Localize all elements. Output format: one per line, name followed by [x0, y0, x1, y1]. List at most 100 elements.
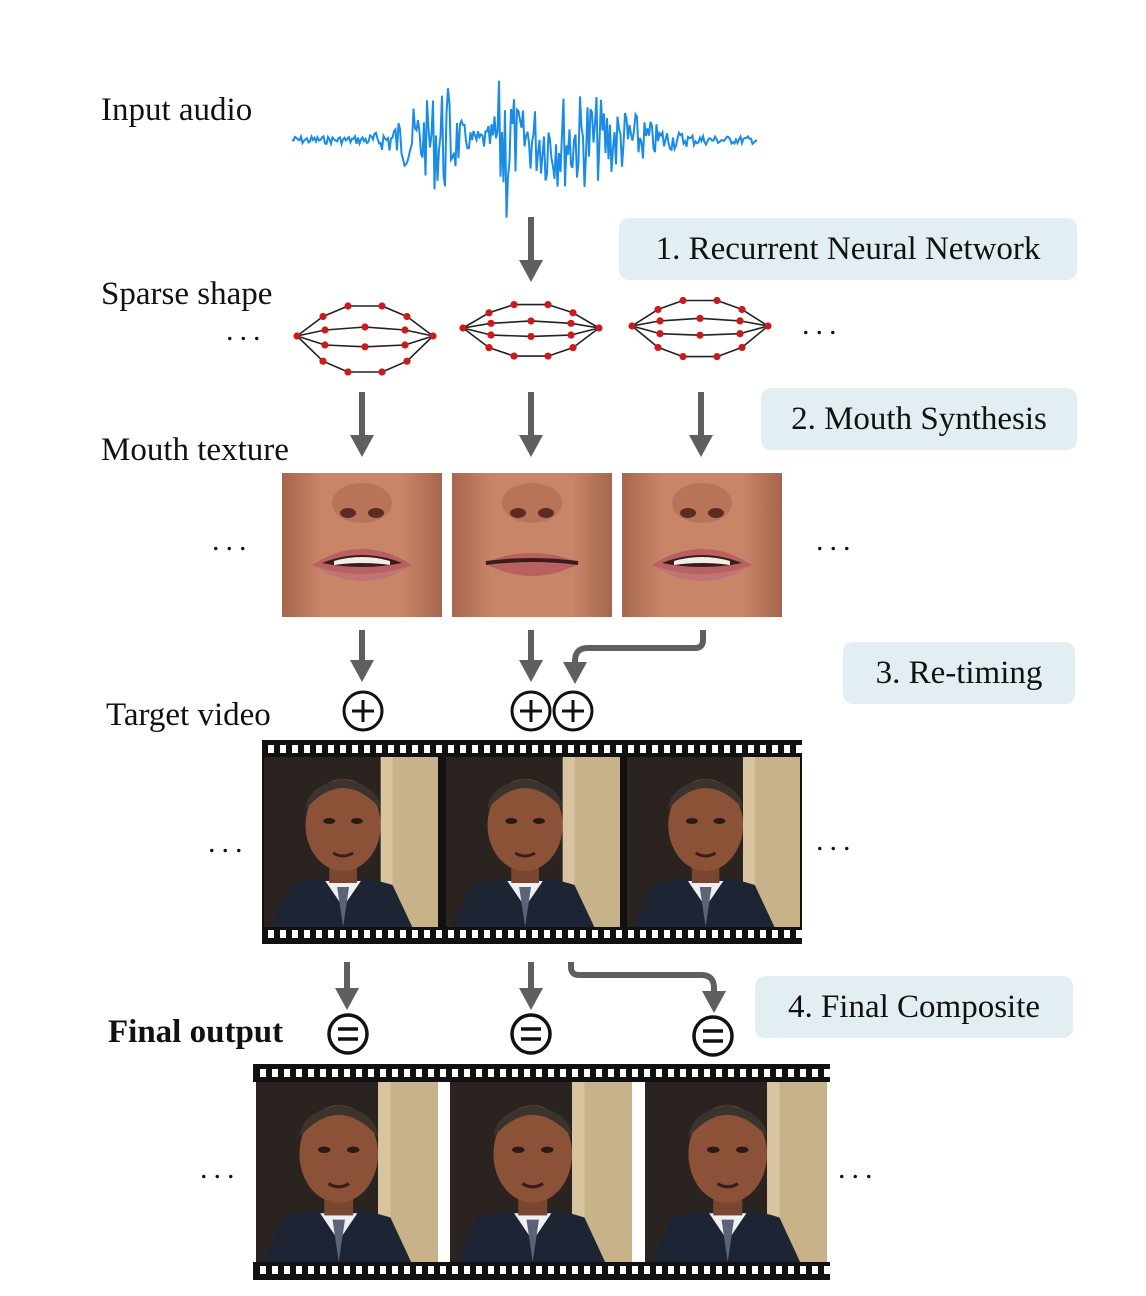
- plus-operator-icon: [552, 690, 594, 732]
- film-sprocket-hole: [424, 930, 430, 938]
- film-sprocket-hole: [764, 1069, 770, 1077]
- film-sprocket-hole: [308, 1266, 314, 1274]
- arrow-down-icon: [350, 630, 374, 682]
- film-sprocket-hole: [724, 745, 730, 753]
- film-sprocket-hole: [412, 745, 418, 753]
- film-sprocket-hole: [260, 1069, 266, 1077]
- film-sprocket-hole: [776, 1266, 782, 1274]
- film-sprocket-hole: [464, 1266, 470, 1274]
- film-sprocket-hole: [500, 1266, 506, 1274]
- film-sprocket-hole: [772, 745, 778, 753]
- film-sprocket-hole: [532, 930, 538, 938]
- film-sprocket-hole: [716, 1069, 722, 1077]
- film-sprocket-hole: [632, 1069, 638, 1077]
- film-sprocket-hole: [644, 1266, 650, 1274]
- film-sprocket-hole: [328, 930, 334, 938]
- film-sprocket-hole: [320, 1266, 326, 1274]
- film-sprocket-hole: [452, 1266, 458, 1274]
- film-sprocket-hole: [604, 745, 610, 753]
- film-sprocket-hole: [316, 745, 322, 753]
- step-mouth-synthesis-box: 2. Mouth Synthesis: [761, 388, 1077, 450]
- film-sprocket-hole: [548, 1266, 554, 1274]
- film-sprocket-hole: [332, 1069, 338, 1077]
- film-sprocket-hole: [652, 930, 658, 938]
- film-sprocket-hole: [640, 745, 646, 753]
- film-sprocket-hole: [476, 1069, 482, 1077]
- plus-operator-icon: [342, 690, 384, 732]
- film-sprocket-hole: [380, 1266, 386, 1274]
- film-sprocket-hole: [472, 745, 478, 753]
- film-sprocket-hole: [544, 930, 550, 938]
- film-sprocket-hole: [368, 1266, 374, 1274]
- film-sprocket-hole: [760, 930, 766, 938]
- film-sprocket-hole: [784, 930, 790, 938]
- film-sprocket-hole: [616, 930, 622, 938]
- ellipsis-output-right: ...: [838, 1152, 879, 1185]
- film-sprocket-hole: [440, 1266, 446, 1274]
- film-sprocket-hole: [824, 1069, 830, 1077]
- film-sprocket-hole: [376, 930, 382, 938]
- film-sprocket-hole: [712, 930, 718, 938]
- film-sprocket-hole: [280, 930, 286, 938]
- film-sprocket-hole: [700, 930, 706, 938]
- final-output-filmstrip: [253, 1064, 830, 1280]
- film-sprocket-hole: [640, 930, 646, 938]
- film-sprocket-hole: [376, 745, 382, 753]
- film-sprocket-hole: [340, 930, 346, 938]
- arrow-down-icon: [689, 392, 713, 457]
- film-sprocket-hole: [388, 930, 394, 938]
- film-sprocket-hole: [416, 1069, 422, 1077]
- film-sprocket-hole: [344, 1069, 350, 1077]
- film-sprocket-hole: [260, 1266, 266, 1274]
- film-sprocket-hole: [448, 930, 454, 938]
- film-sprocket-hole: [748, 745, 754, 753]
- film-sprocket-hole: [356, 1266, 362, 1274]
- film-sprocket-hole: [556, 745, 562, 753]
- sparse-shape-label: Sparse shape: [101, 276, 273, 312]
- film-sprocket-hole: [532, 745, 538, 753]
- film-sprocket-hole: [772, 930, 778, 938]
- step-final-composite-box: 4. Final Composite: [755, 976, 1073, 1038]
- film-sprocket-hole: [404, 1266, 410, 1274]
- film-sprocket-hole: [692, 1266, 698, 1274]
- film-sprocket-hole: [424, 745, 430, 753]
- ellipsis-target-left: ...: [208, 826, 249, 859]
- film-sprocket-hole: [676, 930, 682, 938]
- film-sprocket-hole: [608, 1069, 614, 1077]
- film-sprocket-hole: [728, 1069, 734, 1077]
- film-sprocket-hole: [692, 1069, 698, 1077]
- film-sprocket-hole: [620, 1069, 626, 1077]
- film-sprocket-hole: [268, 930, 274, 938]
- film-sprocket-hole: [484, 930, 490, 938]
- film-sprocket-hole: [680, 1069, 686, 1077]
- film-sprocket-hole: [796, 745, 802, 753]
- film-sprocket-hole: [664, 745, 670, 753]
- film-sprocket-hole: [364, 745, 370, 753]
- film-sprocket-hole: [524, 1266, 530, 1274]
- film-sprocket-hole: [812, 1266, 818, 1274]
- film-sprocket-hole: [488, 1069, 494, 1077]
- film-sprocket-hole: [728, 1266, 734, 1274]
- arrow-down-icon: [519, 392, 543, 457]
- film-sprocket-hole: [496, 930, 502, 938]
- film-sprocket-hole: [580, 930, 586, 938]
- film-sprocket-hole: [544, 745, 550, 753]
- film-sprocket-hole: [280, 745, 286, 753]
- film-sprocket-hole: [556, 930, 562, 938]
- film-sprocket-hole: [676, 745, 682, 753]
- ellipsis-texture-right: ...: [816, 524, 857, 557]
- film-sprocket-hole: [460, 930, 466, 938]
- film-sprocket-hole: [352, 930, 358, 938]
- sparse-shape-meshes: [293, 296, 772, 376]
- film-sprocket-hole: [572, 1266, 578, 1274]
- arrow-composite-icon: [568, 962, 726, 1013]
- film-sprocket-hole: [268, 745, 274, 753]
- film-sprocket-hole: [440, 1069, 446, 1077]
- film-sprocket-hole: [700, 745, 706, 753]
- film-sprocket-hole: [356, 1069, 362, 1077]
- film-sprocket-hole: [592, 745, 598, 753]
- film-sprocket-hole: [388, 745, 394, 753]
- film-sprocket-hole: [400, 745, 406, 753]
- mouth-texture-label: Mouth texture: [101, 432, 289, 468]
